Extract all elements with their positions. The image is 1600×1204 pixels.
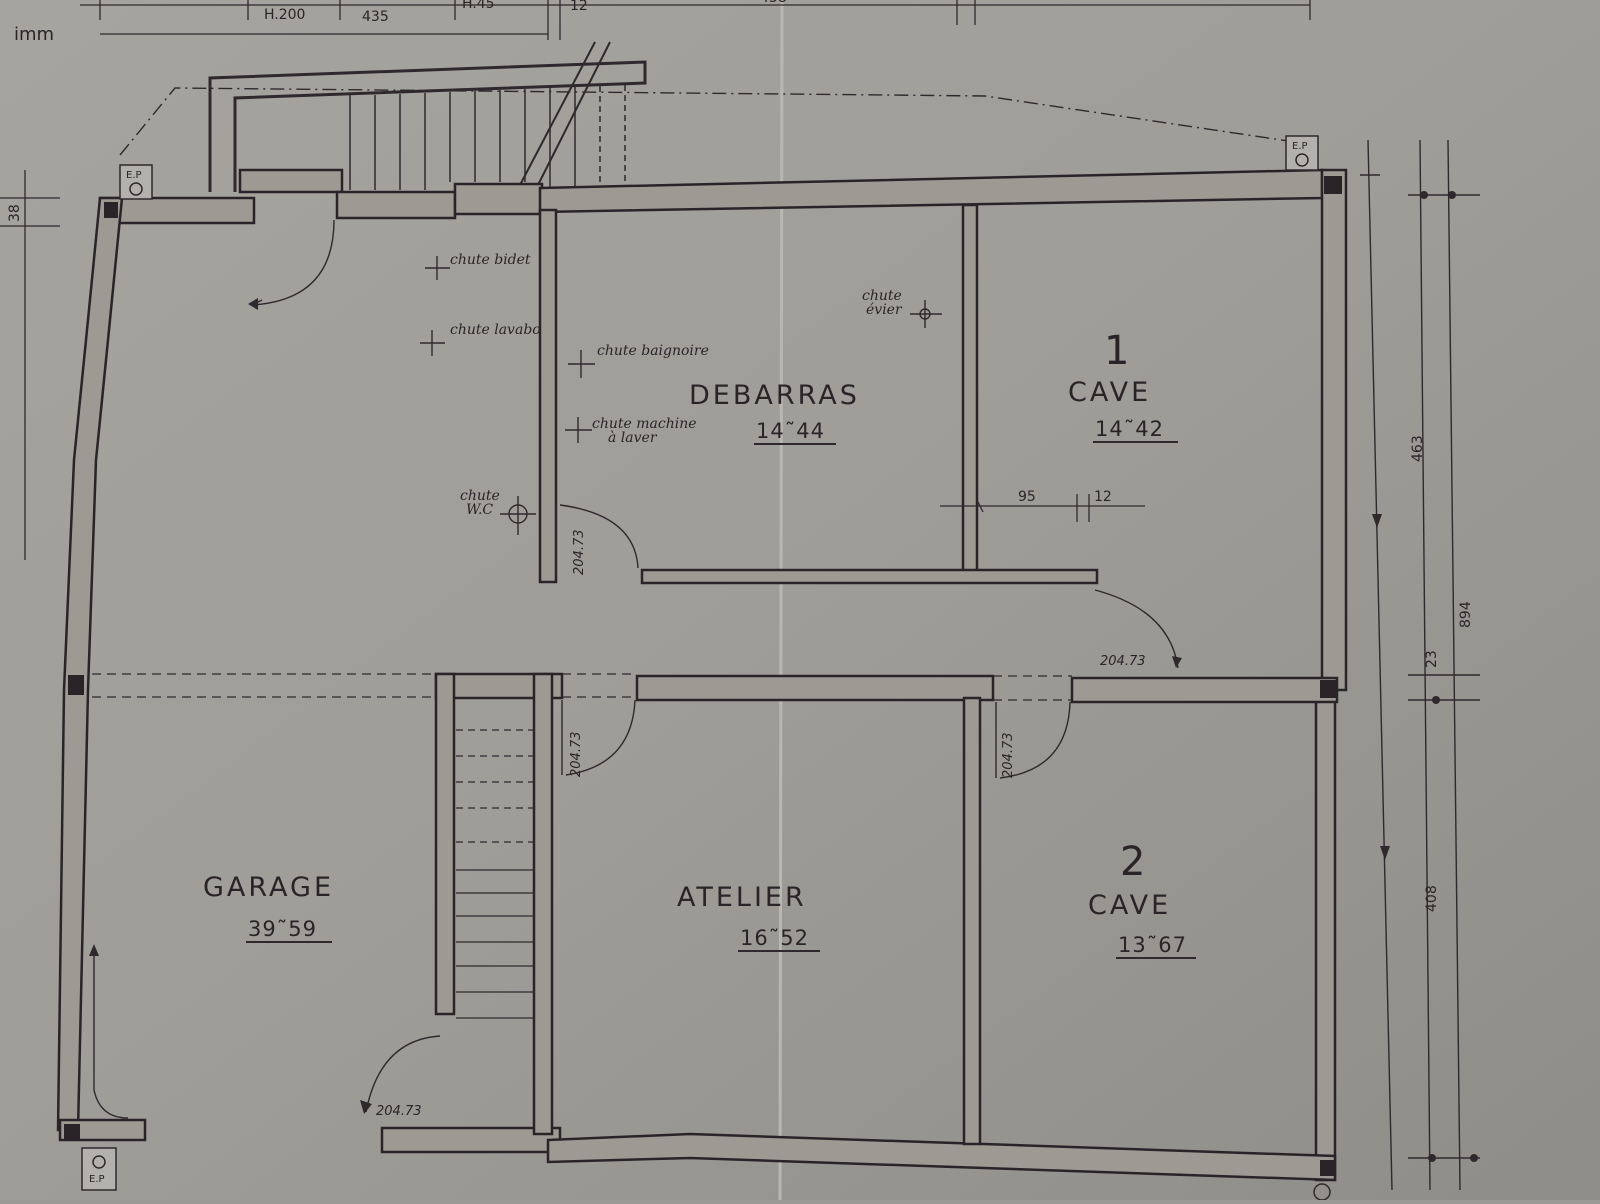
room-cave2-area: 13˜67 [1118,933,1187,957]
wall-bathroom-partition [538,208,558,584]
inner-dimension [940,494,1145,522]
door-swing-garage [93,948,129,1119]
interior-stair-treads [456,729,534,1019]
wall-top-mid [335,190,457,220]
door-swing-cave2 [999,701,1071,779]
chute-machine-marker [565,417,592,443]
wall-atelier-top [635,674,995,702]
wall-window-sill [238,168,344,194]
wall-bottom-right [546,1132,1337,1182]
note-chute-bidet: chute bidet [450,252,531,268]
wall-debarras-cave1 [961,203,979,575]
chute-baignoire-marker [568,350,595,378]
dim-894: 894 [1458,601,1474,628]
door-label-atelier: 204.73 [569,732,584,778]
room-atelier-area: 16˜52 [740,926,809,950]
wall-cave2-top [1070,676,1339,704]
wall-stair-left [434,672,456,1016]
note-chute-baignoire: chute baignoire [597,343,709,359]
door-label-garage: 204.73 [376,1104,422,1119]
room-cave2-name: CAVE [1088,890,1171,921]
door-arrows [89,298,1182,1114]
wall-bottom-left [58,1118,147,1142]
dim-95: 95 [1018,489,1036,505]
ep-label-top-right: E.P [1292,141,1308,152]
wall-top-left [98,196,256,225]
posts [64,176,1342,1176]
note-chute-machine-2: à laver [608,430,658,446]
door-swing-entry [251,219,335,306]
wall-bottom-garage-door [380,1126,562,1154]
ep-symbol-bottom-left: E.P [81,1147,117,1191]
dim-435: 435 [362,9,389,25]
room-cave1-number: 1 [1104,328,1129,374]
room-garage-area: 39˜59 [248,917,317,941]
dim-12-inner: 12 [1094,489,1112,505]
dim-463: 463 [1410,435,1426,462]
wall-debarras-bottom [640,568,1099,585]
ep-label-bottom-left: E.P [89,1174,105,1185]
note-chute-evier-1: chute [862,288,902,304]
dim-12-top: 12 [570,0,588,14]
wall-stair-right [532,672,554,1136]
note-chute-wc-2: W.C [466,502,493,518]
ep-label-top-left: E.P [126,170,142,181]
dim-23: 23 [1424,650,1440,668]
chute-markers [420,256,942,535]
exterior-stair-treads [349,85,626,190]
door-swing-cave1 [1094,589,1179,669]
chute-bidet-marker [425,256,450,280]
door-label-debarras: 204.73 [572,530,587,576]
door-label-cave2: 204.73 [1001,733,1016,779]
chute-wc-marker [500,496,536,535]
exterior-stair [208,41,647,192]
left-dimension-line [0,170,60,560]
wall-atelier-cave2 [962,696,982,1146]
door-label-cave1: 204.73 [1100,654,1146,669]
watermark: imm [14,24,54,45]
dim-408: 408 [1424,885,1440,912]
paper-fold [778,0,784,1201]
dim-top-partial: 438 [760,0,787,6]
note-chute-wc-1: chute [460,488,500,504]
roof-outline [119,87,1296,156]
door-swing-atelier [565,699,636,776]
note-chute-machine-1: chute machine [592,416,697,432]
room-garage-name: GARAGE [203,872,334,903]
note-chute-evier-2: évier [866,302,903,318]
room-debarras-area: 14˜44 [756,419,825,443]
right-dimension-dots [1372,191,1478,1162]
room-cave1-name: CAVE [1068,377,1151,408]
right-dimension-lines [1360,139,1480,1191]
ep-symbol-top-right: E.P [1285,135,1319,171]
chute-lavabo-marker [420,330,445,356]
door-swing-garage-stair [365,1035,441,1113]
room-cave2-number: 2 [1120,839,1145,885]
mid-dashed-lines [92,673,1072,701]
room-atelier-name: ATELIER [677,882,807,913]
door-swing-debarras [559,504,639,569]
note-chute-lavabo: chute lavabo [450,322,541,338]
room-debarras-name: DEBARRAS [689,380,860,411]
walls [56,168,1348,1182]
room-cave1-area: 14˜42 [1095,417,1164,441]
wall-entrance-step [453,182,544,216]
ep-symbol-top-left: E.P [119,164,153,200]
chute-evier-marker [910,300,942,328]
dim-h200: H.200 [264,7,305,23]
dim-h45: H.45 [462,0,495,12]
dim-38: 38 [7,204,23,222]
top-dimension-line [80,0,1311,40]
